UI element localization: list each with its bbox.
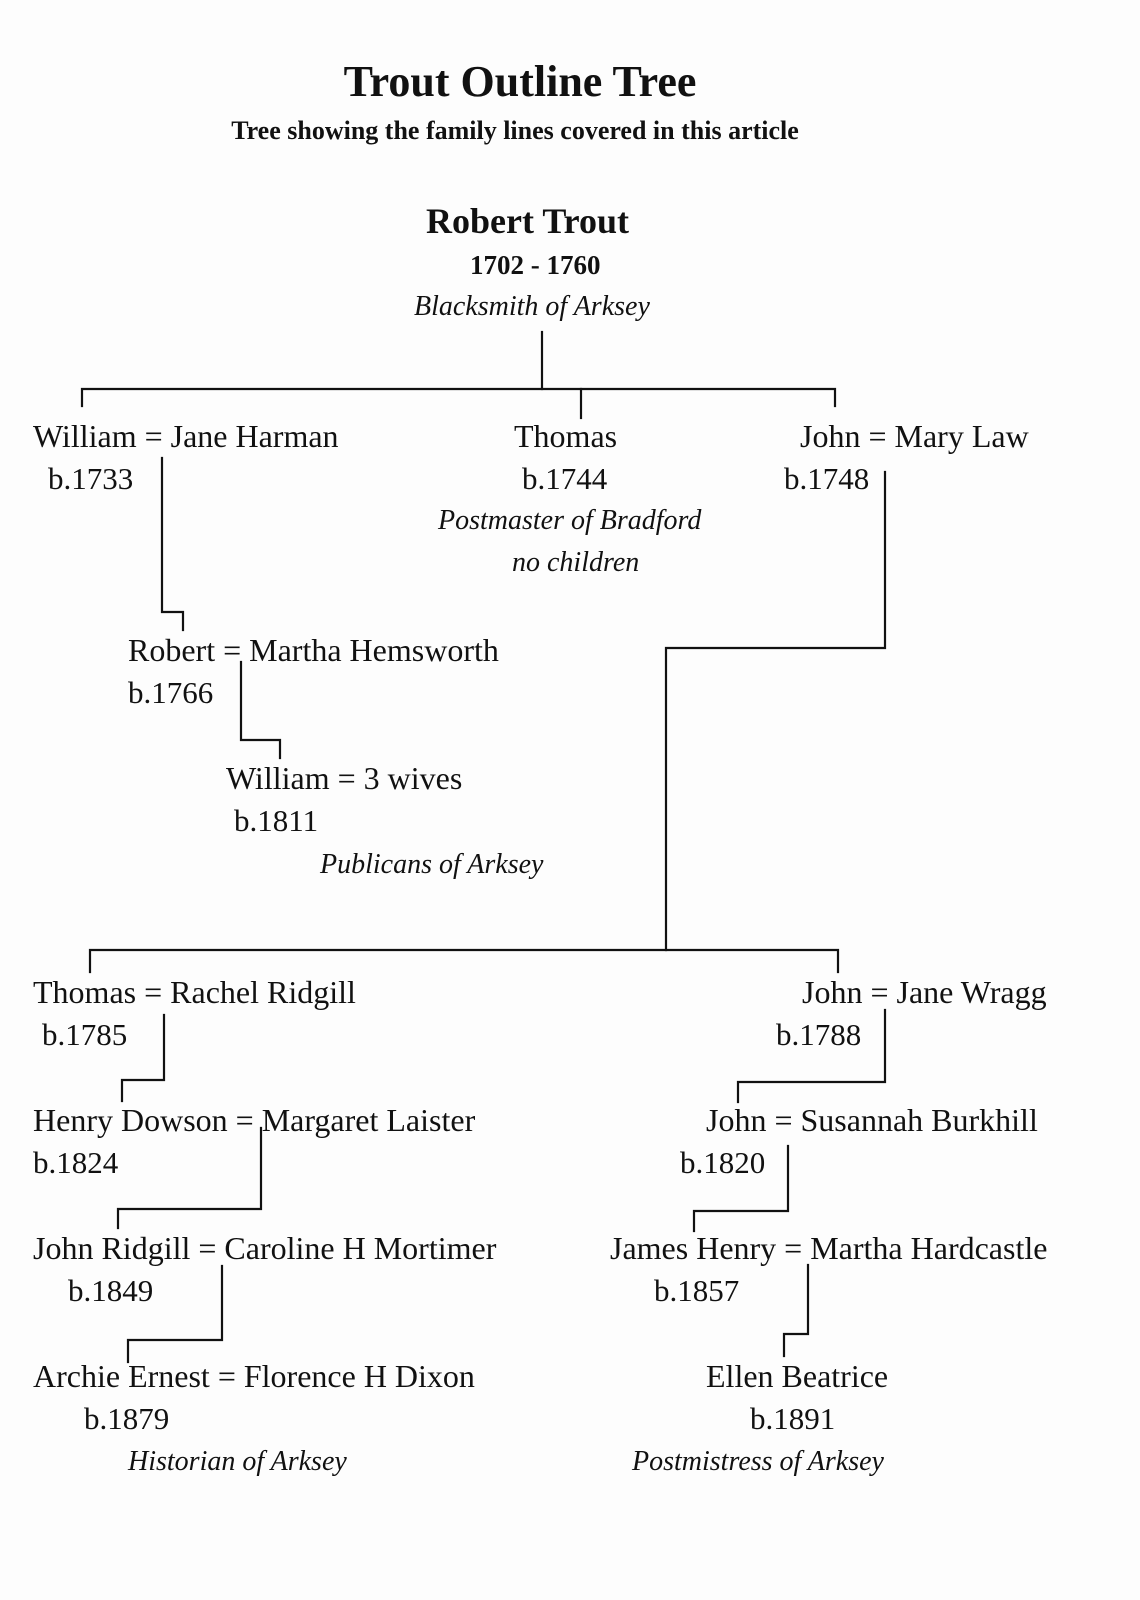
thomas-1785-name: Thomas = Rachel Ridgill	[33, 974, 356, 1010]
ellen-beatrice-name: Ellen Beatrice	[706, 1358, 889, 1394]
john-1820-birth: b.1820	[680, 1145, 766, 1180]
thomas-1744-birth: b.1744	[522, 461, 608, 496]
john-to-children-line	[664, 470, 887, 952]
robert-1766-name: Robert = Martha Hemsworth	[128, 632, 499, 668]
william-1811-note: Publicans of Arksey	[320, 849, 544, 880]
john-ridgill-birth: b.1849	[68, 1273, 154, 1308]
thomas-1744-note-occupation: Postmaster of Bradford	[438, 505, 702, 536]
thomas-1744-name: Thomas	[514, 418, 618, 454]
john-to-john2-line	[736, 1008, 887, 1104]
john-1748-name: John = Mary Law	[800, 418, 1029, 454]
thomas-1785-birth: b.1785	[42, 1017, 128, 1052]
james-henry-birth: b.1857	[654, 1273, 740, 1308]
henry-to-john-ridgill-line	[116, 1126, 263, 1230]
henry-dowson-birth: b.1824	[33, 1145, 119, 1180]
robert-1766-birth: b.1766	[128, 675, 214, 710]
william-1733-birth: b.1733	[48, 461, 134, 496]
robert-to-william-line	[239, 660, 282, 760]
page-title: Trout Outline Tree	[343, 57, 697, 106]
archie-ernest-birth: b.1879	[84, 1401, 170, 1436]
john-1748-birth: b.1748	[784, 461, 870, 496]
root-dates: 1702 - 1760	[470, 250, 601, 280]
archie-ernest-note: Historian of Arksey	[128, 1446, 347, 1477]
page-subtitle: Tree showing the family lines covered in…	[231, 116, 799, 145]
ellen-beatrice-birth: b.1891	[750, 1401, 836, 1436]
root-note: Blacksmith of Arksey	[414, 291, 650, 322]
william-1811-name: William = 3 wives	[226, 760, 463, 796]
henry-dowson-name: Henry Dowson = Margaret Laister	[33, 1102, 476, 1138]
william-1733-name: William = Jane Harman	[33, 418, 339, 454]
gen2-bracket-line	[88, 948, 840, 974]
thomas-1744-note-children: no children	[512, 547, 640, 578]
james-to-ellen-line	[782, 1263, 810, 1358]
root-name: Robert Trout	[426, 201, 629, 241]
john-1788-name: John = Jane Wragg	[802, 974, 1047, 1010]
john-ridgill-name: John Ridgill = Caroline H Mortimer	[33, 1230, 497, 1266]
ellen-beatrice-note: Postmistress of Arksey	[632, 1446, 884, 1477]
john-1820-name: John = Susannah Burkhill	[706, 1102, 1038, 1138]
john-ridgill-to-archie-line	[126, 1264, 224, 1364]
james-henry-name: James Henry = Martha Hardcastle	[610, 1230, 1048, 1266]
gen1-bracket-line	[80, 387, 837, 408]
william-to-robert-line	[160, 456, 185, 632]
thomas-to-henry-line	[120, 1013, 166, 1103]
john2-to-james-line	[692, 1144, 790, 1233]
john-1788-birth: b.1788	[776, 1017, 862, 1052]
archie-ernest-name: Archie Ernest = Florence H Dixon	[33, 1358, 475, 1394]
william-1811-birth: b.1811	[234, 803, 319, 838]
